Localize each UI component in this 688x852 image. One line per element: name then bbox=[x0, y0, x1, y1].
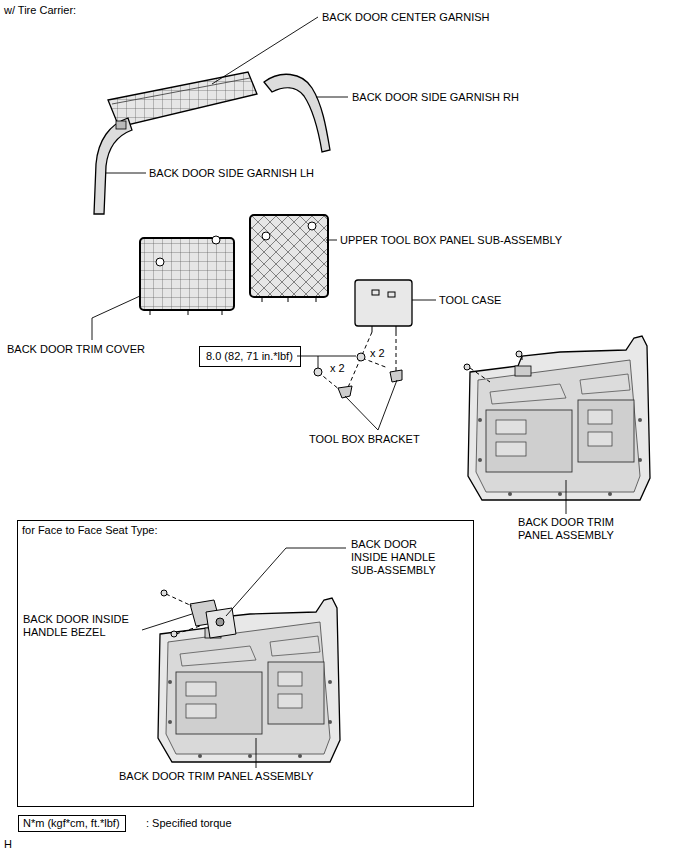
quantity: x 2 bbox=[330, 362, 345, 375]
part-name: BACK DOOR SIDE GARNISH RH bbox=[352, 91, 519, 104]
part-name: TOOL CASE bbox=[439, 294, 501, 307]
part-name: BACK DOOR TRIM COVER bbox=[7, 343, 145, 356]
part-name: TOOL BOX BRACKET bbox=[309, 433, 420, 446]
quantity: x 2 bbox=[370, 347, 385, 360]
box-text: for Face to Face Seat Type: bbox=[22, 524, 469, 537]
torque-box: 8.0 (82, 71 in.*lbf) bbox=[199, 346, 301, 367]
inset-frame: for Face to Face Seat Type: bbox=[17, 520, 474, 807]
section-heading: w/ Tire Carrier: bbox=[4, 4, 76, 17]
part-name: BACK DOOR TRIM PANEL ASSEMBLY bbox=[119, 770, 314, 783]
part-name: BACK DOOR INSIDE HANDLE BEZEL bbox=[23, 613, 141, 639]
figure-code: H bbox=[4, 838, 12, 851]
legend-torque-box: N*m (kgf*cm, ft.*lbf) bbox=[18, 815, 126, 832]
part-name: BACK DOOR TRIM PANEL ASSEMBLY bbox=[507, 516, 625, 542]
legend-text: : Specified torque bbox=[146, 817, 232, 830]
part-name: BACK DOOR INSIDE HANDLE SUB-ASSEMBLY bbox=[351, 538, 451, 577]
part-name: BACK DOOR CENTER GARNISH bbox=[322, 11, 489, 24]
part-name: BACK DOOR SIDE GARNISH LH bbox=[149, 167, 314, 180]
box-text: 8.0 (82, 71 in.*lbf) bbox=[206, 350, 294, 363]
part-name: UPPER TOOL BOX PANEL SUB-ASSEMBLY bbox=[340, 234, 562, 247]
box-text: N*m (kgf*cm, ft.*lbf) bbox=[23, 817, 121, 830]
